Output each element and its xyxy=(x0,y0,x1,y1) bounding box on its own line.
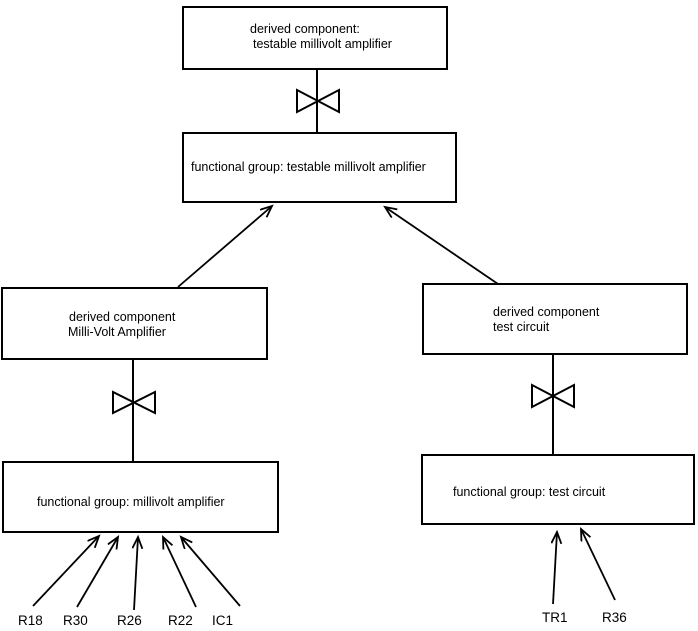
bowtie-left-triangle xyxy=(112,390,137,415)
edge-r18 xyxy=(32,536,99,607)
node-fg-test: functional group: test circuit xyxy=(421,454,695,525)
node-fg-mva: functional group: millivolt amplifier xyxy=(2,461,279,533)
node-fg-mva-label: functional group: millivolt amplifier xyxy=(37,495,225,509)
node-fg-test-box xyxy=(421,454,695,525)
bowtie-right-triangle xyxy=(315,88,340,114)
edge-r22 xyxy=(163,537,197,608)
leaf-label-r22: R22 xyxy=(168,613,193,628)
leaf-label-r30: R30 xyxy=(63,613,88,628)
edge-r26 xyxy=(134,537,138,611)
node-derived-test-line2: test circuit xyxy=(493,320,550,334)
bowtie-icon-top xyxy=(296,88,340,114)
edge-r30 xyxy=(76,537,118,608)
node-fg-testable-label: functional group: testable millivolt amp… xyxy=(191,160,426,174)
node-derived-testable: derived component: testable millivolt am… xyxy=(182,6,448,70)
leaf-label-r36: R36 xyxy=(602,610,627,625)
node-fg-testable: functional group: testable millivolt amp… xyxy=(182,132,457,203)
node-derived-testable-box xyxy=(182,6,448,70)
leaf-label-r18: R18 xyxy=(18,613,43,628)
edge-r36 xyxy=(581,529,616,601)
node-derived-mva-line1: derived component xyxy=(69,310,176,324)
node-fg-testable-box xyxy=(182,132,457,203)
node-derived-testable-line1: derived component: xyxy=(250,22,360,36)
leaf-label-r26: R26 xyxy=(117,613,142,628)
node-derived-mva-line2: Milli-Volt Amplifier xyxy=(68,325,166,339)
node-fg-mva-box xyxy=(2,461,279,533)
node-derived-test-box xyxy=(422,283,688,355)
edge-tr1 xyxy=(553,532,557,605)
bowtie-icon-right xyxy=(531,383,575,409)
node-fg-test-label: functional group: test circuit xyxy=(453,485,606,499)
node-derived-mva: derived component Milli-Volt Amplifier xyxy=(1,287,268,360)
leaf-label-ic1: IC1 xyxy=(212,613,233,628)
node-derived-test: derived component test circuit xyxy=(422,283,688,355)
bowtie-right-triangle xyxy=(550,383,575,409)
node-derived-test-line1: derived component xyxy=(493,305,600,319)
node-derived-mva-box xyxy=(1,287,268,360)
node-derived-testable-line2: testable millivolt amplifier xyxy=(253,37,392,51)
bowtie-right-triangle xyxy=(131,390,156,415)
leaf-label-tr1: TR1 xyxy=(542,610,568,625)
bowtie-left-triangle xyxy=(296,88,321,114)
edge-test-to-fg-testable xyxy=(385,207,499,285)
bowtie-left-triangle xyxy=(531,383,556,409)
edge-mva-to-fg-testable xyxy=(177,206,272,288)
bowtie-icon-left xyxy=(112,390,156,415)
edge-ic1 xyxy=(181,537,241,607)
